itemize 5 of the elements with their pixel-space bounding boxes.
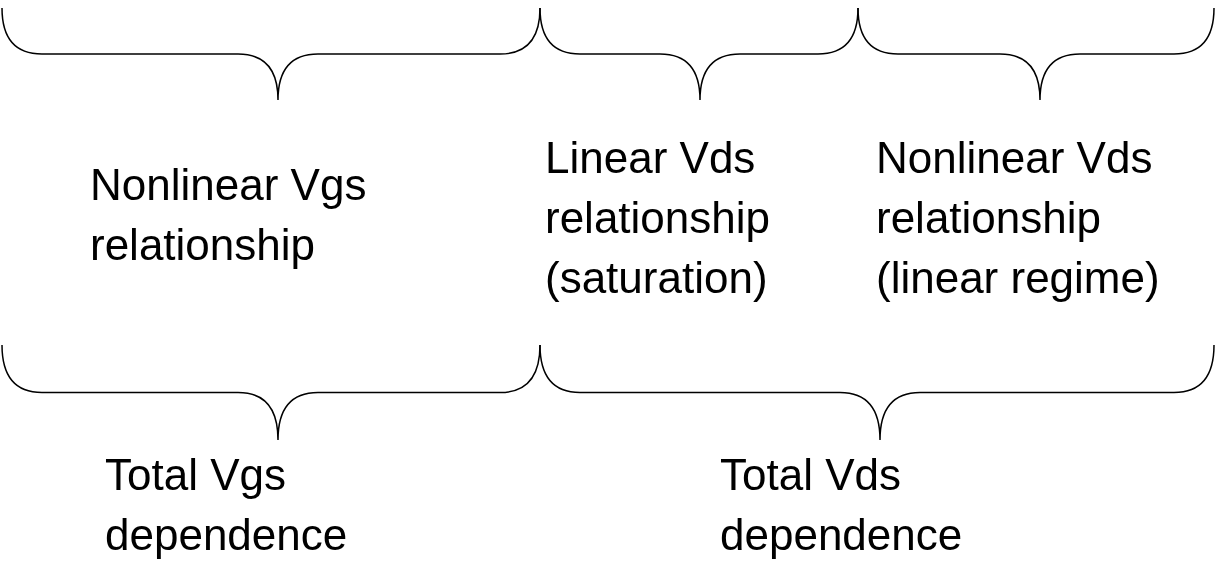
annotation-text: Total Vgs dependence <box>105 449 349 561</box>
annotation-text: Nonlinear Vgs relationship <box>90 159 368 271</box>
annotation-text: Total Vds dependence <box>720 449 964 561</box>
annotation-text: Nonlinear Vds relationship (linear regime) <box>876 132 1161 304</box>
annotation-text: Linear Vds relationship (saturation) <box>545 132 772 304</box>
